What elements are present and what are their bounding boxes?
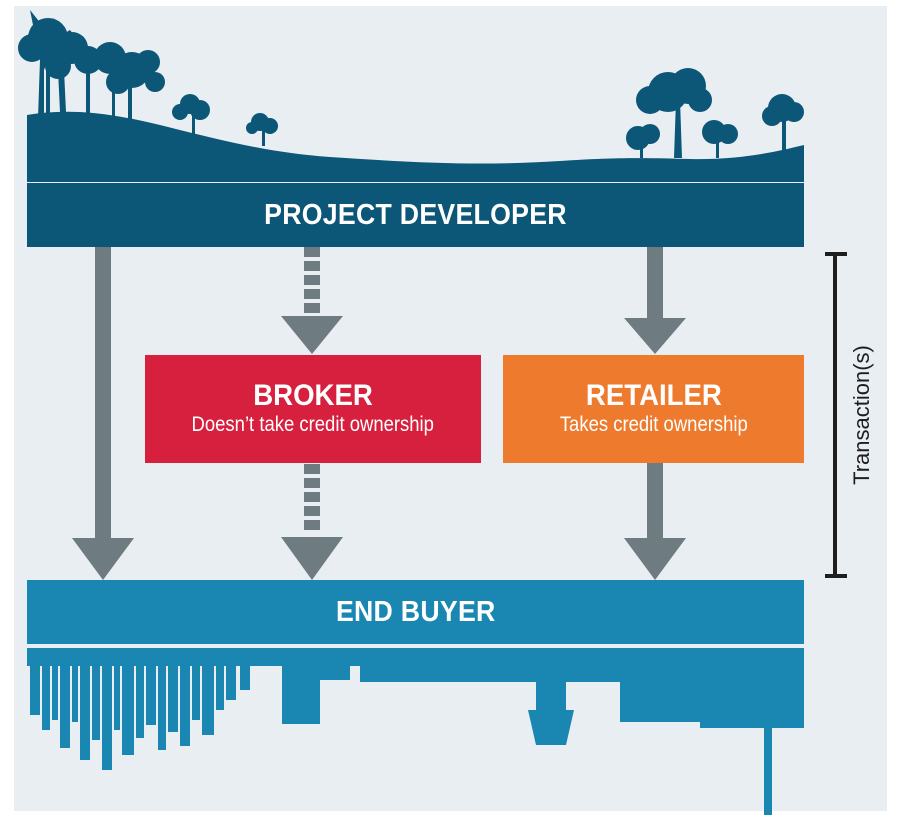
broker-box: BROKER Doesn’t take credit ownership bbox=[145, 355, 481, 463]
end-buyer-band: END BUYER bbox=[27, 580, 804, 644]
broker-subtitle: Doesn’t take credit ownership bbox=[191, 413, 435, 436]
project-developer-band: PROJECT DEVELOPER bbox=[27, 183, 804, 247]
retailer-box: RETAILER Takes credit ownership bbox=[503, 355, 804, 463]
retailer-title: RETAILER bbox=[585, 379, 722, 412]
solid-arrow-icon bbox=[72, 245, 686, 580]
broker-title: BROKER bbox=[253, 379, 373, 412]
transaction-label: Transaction(s) bbox=[849, 345, 874, 485]
retailer-subtitle: Takes credit ownership bbox=[559, 413, 748, 436]
city-skyline-icon bbox=[27, 648, 804, 815]
project-developer-label: PROJECT DEVELOPER bbox=[264, 198, 567, 231]
bracket-icon bbox=[825, 252, 847, 578]
forest-landscape-icon bbox=[18, 10, 804, 182]
end-buyer-label: END BUYER bbox=[335, 595, 496, 628]
dashed-arrow-icon bbox=[281, 247, 343, 580]
